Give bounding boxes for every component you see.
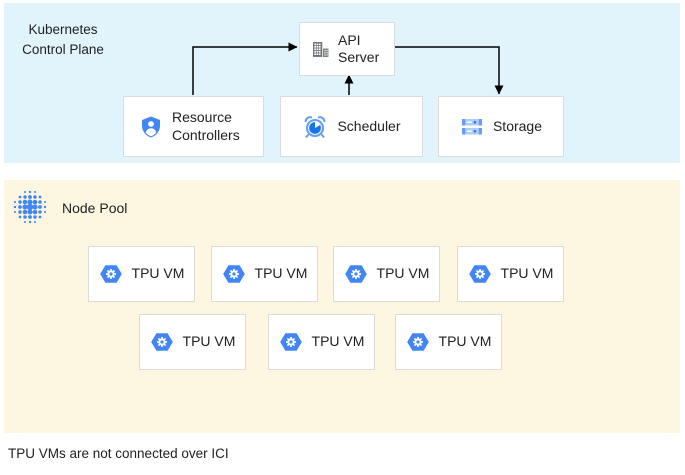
tpu-vm-label: TPU VM [311, 333, 365, 350]
hexagon-gear-icon [221, 263, 246, 285]
tpu-vm-box: TPU VM [268, 314, 375, 370]
hexagon-gear-icon [405, 331, 430, 353]
tpu-vm-box: TPU VM [88, 246, 195, 302]
alarm-clock-icon [302, 114, 328, 140]
tpu-vm-label: TPU VM [182, 333, 236, 350]
tpu-vm-box: TPU VM [395, 314, 502, 370]
footnote-caption: TPU VMs are not connected over ICI [8, 446, 229, 461]
hexagon-gear-icon [343, 263, 368, 285]
tpu-vm-box: TPU VM [457, 246, 564, 302]
storage-label: Storage [492, 117, 543, 134]
tpu-vm-label: TPU VM [500, 265, 554, 282]
tpu-vm-label: TPU VM [376, 265, 430, 282]
scheduler-label: Scheduler [337, 117, 401, 134]
resource-controllers-box: Resource Controllers [123, 96, 264, 157]
tpu-vm-box: TPU VM [139, 314, 246, 370]
tpu-vm-label: TPU VM [131, 265, 185, 282]
storage-box: Storage [438, 96, 564, 157]
scheduler-box: Scheduler [280, 96, 423, 157]
node-pool-panel [4, 180, 680, 433]
hexagon-gear-icon [149, 331, 174, 353]
tpu-vm-label: TPU VM [438, 333, 492, 350]
hexagon-gear-icon [278, 331, 303, 353]
control-plane-title: Kubernetes Control Plane [22, 22, 104, 58]
api-server-label: API Server [338, 31, 380, 66]
server-stack-icon [460, 115, 484, 139]
tpu-vm-box: TPU VM [333, 246, 440, 302]
node-pool-title: Node Pool [62, 200, 128, 216]
building-icon [310, 39, 331, 60]
hexagon-gear-icon [467, 263, 492, 285]
api-server-box: API Server [299, 22, 395, 76]
node-pool-dotted-cluster-icon [12, 189, 48, 225]
shield-user-icon [139, 115, 163, 139]
tpu-vm-box: TPU VM [211, 246, 318, 302]
hexagon-gear-icon [98, 263, 123, 285]
tpu-vm-label: TPU VM [254, 265, 308, 282]
resource-controllers-label: Resource Controllers [172, 109, 240, 143]
